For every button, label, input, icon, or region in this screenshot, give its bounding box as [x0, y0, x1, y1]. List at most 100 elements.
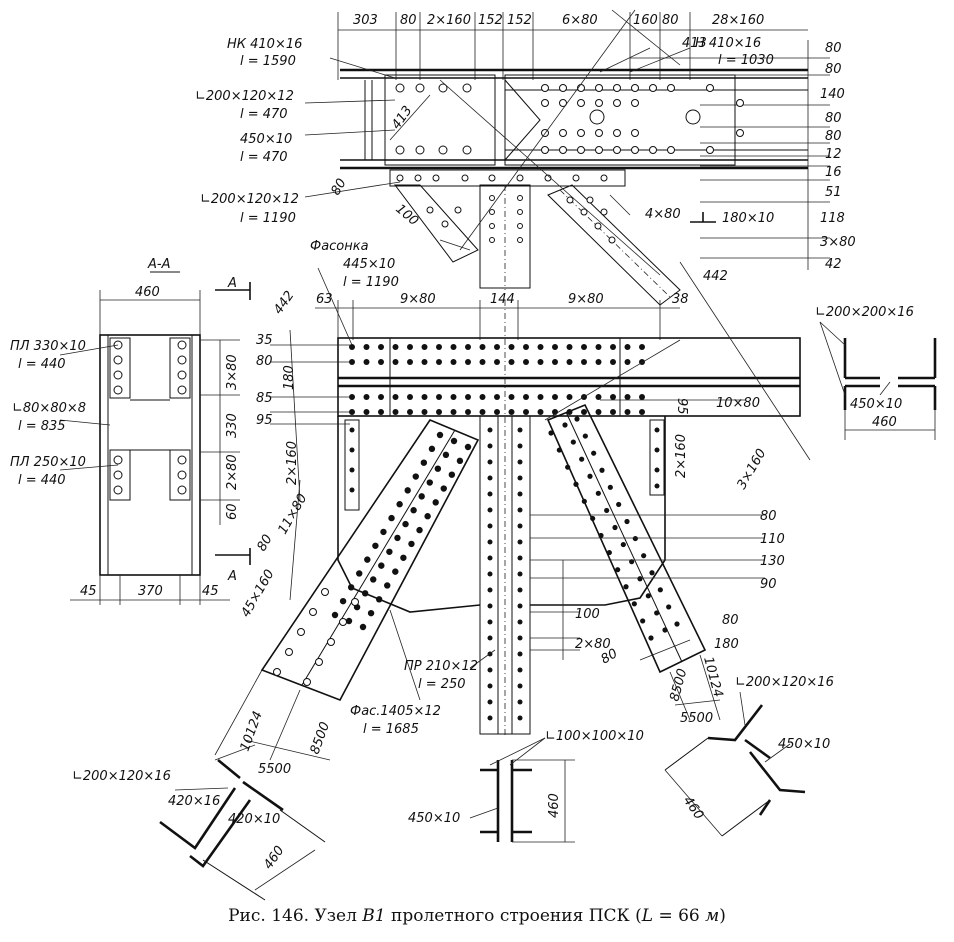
bolt-hole — [523, 359, 529, 365]
bolt-hole — [327, 638, 335, 646]
bolt-hole — [372, 542, 379, 549]
left-dim-35: 35 — [256, 333, 273, 348]
bolt-hole — [537, 394, 544, 400]
bolt-hole — [552, 344, 558, 350]
chord-bolts — [349, 344, 645, 415]
right-dim-118: 118 — [820, 211, 845, 226]
bolt-hole — [566, 359, 573, 365]
bolt-hole — [573, 481, 579, 487]
label-fas1-length: l = 1190 — [343, 275, 399, 290]
bolt-hole — [378, 394, 384, 400]
bolt-hole — [378, 344, 384, 350]
bolt-hole — [487, 507, 493, 513]
bolt-hole — [273, 668, 281, 676]
label-h: Н 410×16 — [695, 36, 761, 51]
bolt-hole — [662, 627, 668, 633]
right-diagonal-bolts — [548, 416, 680, 641]
bolt-hole — [487, 587, 493, 593]
section-bl-angle: ∟200×120×16 — [72, 769, 171, 784]
label-ang1-length: l = 470 — [240, 107, 288, 122]
section-bl-width: 460 — [261, 843, 288, 872]
bolt-hole — [370, 576, 377, 583]
left-dim-80b: 80 — [254, 532, 275, 554]
bolt-hole — [552, 394, 558, 400]
dim-100: 100 — [392, 202, 421, 229]
center-dim-80: 80 — [760, 509, 777, 524]
label-fas2: Фас.1405×12 — [350, 704, 441, 719]
center-dim-80d: 80 — [599, 646, 621, 667]
left-dim-95: 95 — [256, 413, 273, 428]
section-aa-title: А-А — [147, 257, 170, 272]
bolt-hole — [604, 507, 610, 514]
gusset-dim-9x80b: 9×80 — [568, 292, 604, 307]
right-dim-80d: 80 — [825, 129, 842, 144]
bolt-hole — [428, 445, 436, 453]
caption-node: В1 — [362, 906, 386, 926]
bolt-hole — [436, 394, 442, 400]
left-dim-45x160: 45×160 — [238, 567, 277, 620]
dim-10124a: 10124 — [238, 709, 266, 753]
bolt-hole — [517, 603, 523, 609]
right-dim-16: 16 — [825, 165, 842, 180]
bolt-hole — [610, 359, 616, 365]
bolt-hole — [666, 604, 672, 610]
left-dim-80: 80 — [256, 354, 273, 369]
bolt-hole — [456, 457, 464, 465]
bolt-hole — [517, 571, 523, 577]
bolt-hole — [392, 409, 399, 415]
bolt-hole — [624, 518, 630, 525]
section-bc-width: 460 — [547, 793, 562, 818]
center-dim-110: 110 — [760, 532, 785, 547]
bolt-hole — [517, 539, 523, 545]
center-dim-90: 90 — [760, 577, 777, 592]
bolt-hole — [424, 513, 431, 520]
bolt-hole — [639, 409, 645, 415]
dim-413a: 413 — [682, 36, 707, 51]
bolt-hole — [487, 491, 493, 497]
bolt-hole — [595, 344, 602, 350]
bolt-hole — [315, 658, 323, 666]
bolt-hole — [631, 601, 637, 607]
section-tr-angle: ∟200×200×16 — [815, 305, 914, 320]
bolt-hole — [465, 359, 471, 365]
label-pl1-length: l = 470 — [240, 150, 288, 165]
top-view-labels: НК 410×16 l = 1590 Н 410×16 l = 1030 ∟20… — [195, 13, 856, 317]
label-pr: ПР 210×12 — [404, 659, 478, 674]
label-ang80-length: l = 835 — [18, 419, 66, 434]
right-dim-3x80: 3×80 — [820, 235, 856, 250]
dim-442b: 442 — [703, 269, 728, 284]
bolt-hole — [517, 683, 523, 689]
section-bottom-center: ∟100×100×10 450×10 460 — [408, 729, 644, 843]
section-br-width: 460 — [680, 794, 707, 823]
label-ang80: ∟80×80×8 — [12, 401, 86, 416]
bolt-hole — [479, 344, 486, 350]
dim-5500b: 5500 — [680, 711, 713, 726]
center-dim-80c: 80 — [722, 613, 739, 628]
label-pl330-length: l = 440 — [18, 357, 66, 372]
bolt-hole — [394, 534, 401, 542]
bolt-hole — [309, 608, 317, 616]
bolt-hole — [363, 394, 370, 400]
label-fas2-length: l = 1685 — [363, 722, 419, 737]
bolt-hole — [595, 359, 602, 365]
bolt-hole — [400, 554, 407, 561]
bolt-hole — [375, 596, 383, 603]
bolt-hole — [517, 555, 523, 561]
bolt-hole — [356, 570, 363, 577]
center-dim-2x80: 2×80 — [575, 637, 611, 652]
bolt-hole — [450, 359, 457, 365]
bolt-hole — [416, 526, 423, 534]
center-dim-130: 130 — [760, 554, 785, 569]
aa-dim-45b: 45 — [202, 584, 219, 599]
bolt-hole — [620, 541, 626, 548]
bolt-hole — [537, 359, 544, 365]
section-tr-width: 460 — [872, 415, 897, 430]
bolt-hole — [595, 490, 601, 496]
bolt-hole — [442, 451, 450, 459]
bolt-hole — [517, 635, 523, 641]
section-a-mark-bottom: А — [227, 569, 237, 584]
label-ang1: ∟200×120×12 — [195, 89, 294, 104]
bolt-hole — [297, 628, 305, 636]
dim-8500a: 8500 — [308, 720, 333, 756]
bolt-hole — [637, 576, 643, 582]
